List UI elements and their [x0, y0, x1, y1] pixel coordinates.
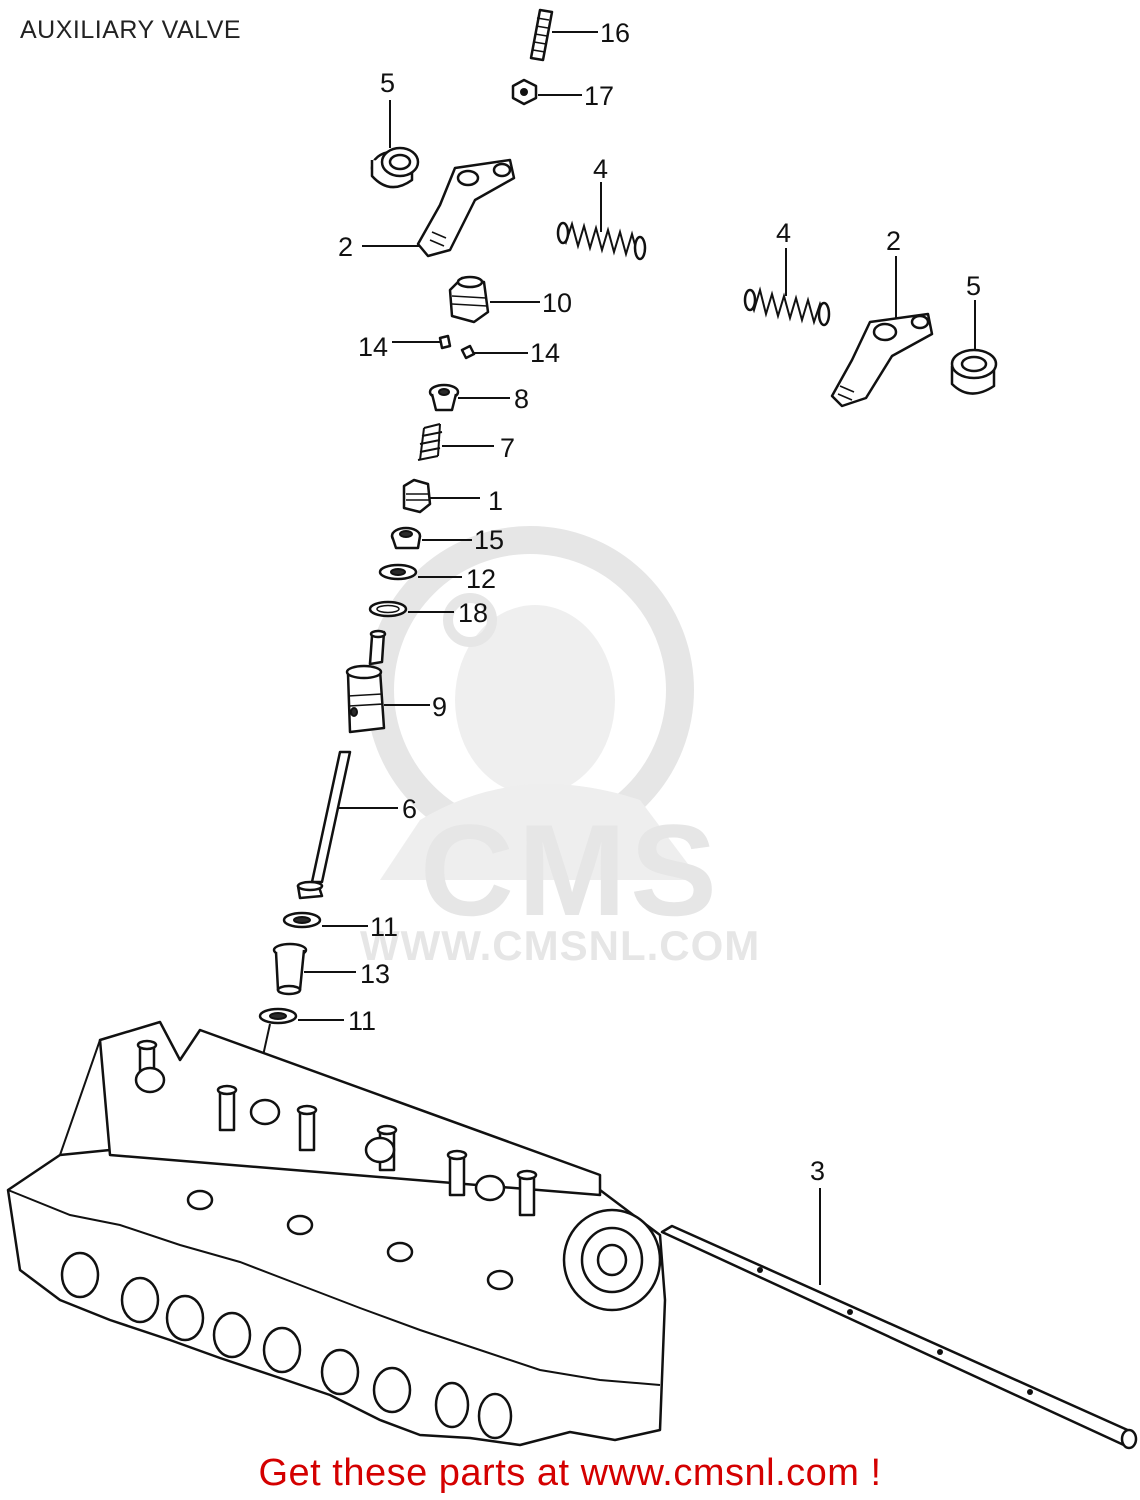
part-1-valve-holder	[402, 478, 480, 514]
callout-8: 8	[514, 384, 529, 414]
part-8-retainer	[428, 383, 510, 412]
part-13-guide	[272, 942, 356, 996]
callout-5-right: 5	[966, 271, 981, 301]
part-11-seal-upper	[282, 911, 368, 929]
part-6-valve-stem	[296, 750, 398, 900]
callout-11-upper: 11	[370, 912, 398, 942]
callout-7: 7	[500, 433, 515, 463]
callout-5-left: 5	[380, 68, 395, 98]
part-3-rocker-shaft	[660, 1188, 1138, 1450]
part-10-cap	[448, 275, 540, 324]
part-2-rocker-arm-right	[830, 256, 934, 408]
cms-watermark: CMS WWW.CMSNL.COM	[360, 526, 760, 969]
callout-6: 6	[402, 794, 417, 824]
callout-2-right: 2	[886, 226, 901, 256]
callout-3: 3	[810, 1156, 825, 1186]
part-2-rocker-arm-left	[362, 158, 516, 258]
callout-17: 17	[584, 81, 614, 111]
callout-11-lower: 11	[348, 1006, 376, 1036]
footer-promo-text: Get these parts at www.cmsnl.com !	[258, 1452, 882, 1494]
callout-14-left: 14	[358, 332, 388, 362]
callout-18: 18	[458, 598, 488, 628]
callout-4-left: 4	[593, 154, 608, 184]
part-5-collar-right	[950, 300, 998, 395]
part-9-valve-body	[345, 629, 430, 734]
callout-1: 1	[488, 486, 503, 516]
callout-14-right: 14	[530, 338, 560, 368]
part-12-washer	[378, 563, 462, 581]
callout-16: 16	[600, 18, 630, 48]
part-4-spring-left	[556, 182, 647, 261]
callout-13: 13	[360, 959, 390, 989]
callout-15: 15	[474, 525, 504, 555]
part-14-keepers	[392, 334, 528, 360]
part-18-o-ring	[368, 600, 454, 618]
callout-2-left: 2	[338, 232, 353, 262]
callout-labels: 16 17 5 4 2 10 14 14 8 7 1 15 12 18 9 6 …	[338, 18, 981, 1186]
cylinder-head	[6, 1020, 667, 1447]
callout-10: 10	[542, 288, 572, 318]
part-17-nut	[511, 78, 582, 106]
diagram-title: AUXILIARY VALVE	[20, 16, 242, 44]
watermark-url: WWW.CMSNL.COM	[360, 922, 760, 969]
callout-9: 9	[432, 692, 447, 722]
part-4-spring-right	[743, 248, 831, 327]
callout-4-right: 4	[776, 218, 791, 248]
part-5-collar-left	[370, 100, 420, 189]
part-7-valve-spring	[417, 423, 494, 461]
part-16-stud	[529, 8, 598, 62]
watermark-logo: CMS	[420, 797, 721, 943]
part-15-valve-seat	[390, 526, 472, 550]
callout-12: 12	[466, 564, 496, 594]
